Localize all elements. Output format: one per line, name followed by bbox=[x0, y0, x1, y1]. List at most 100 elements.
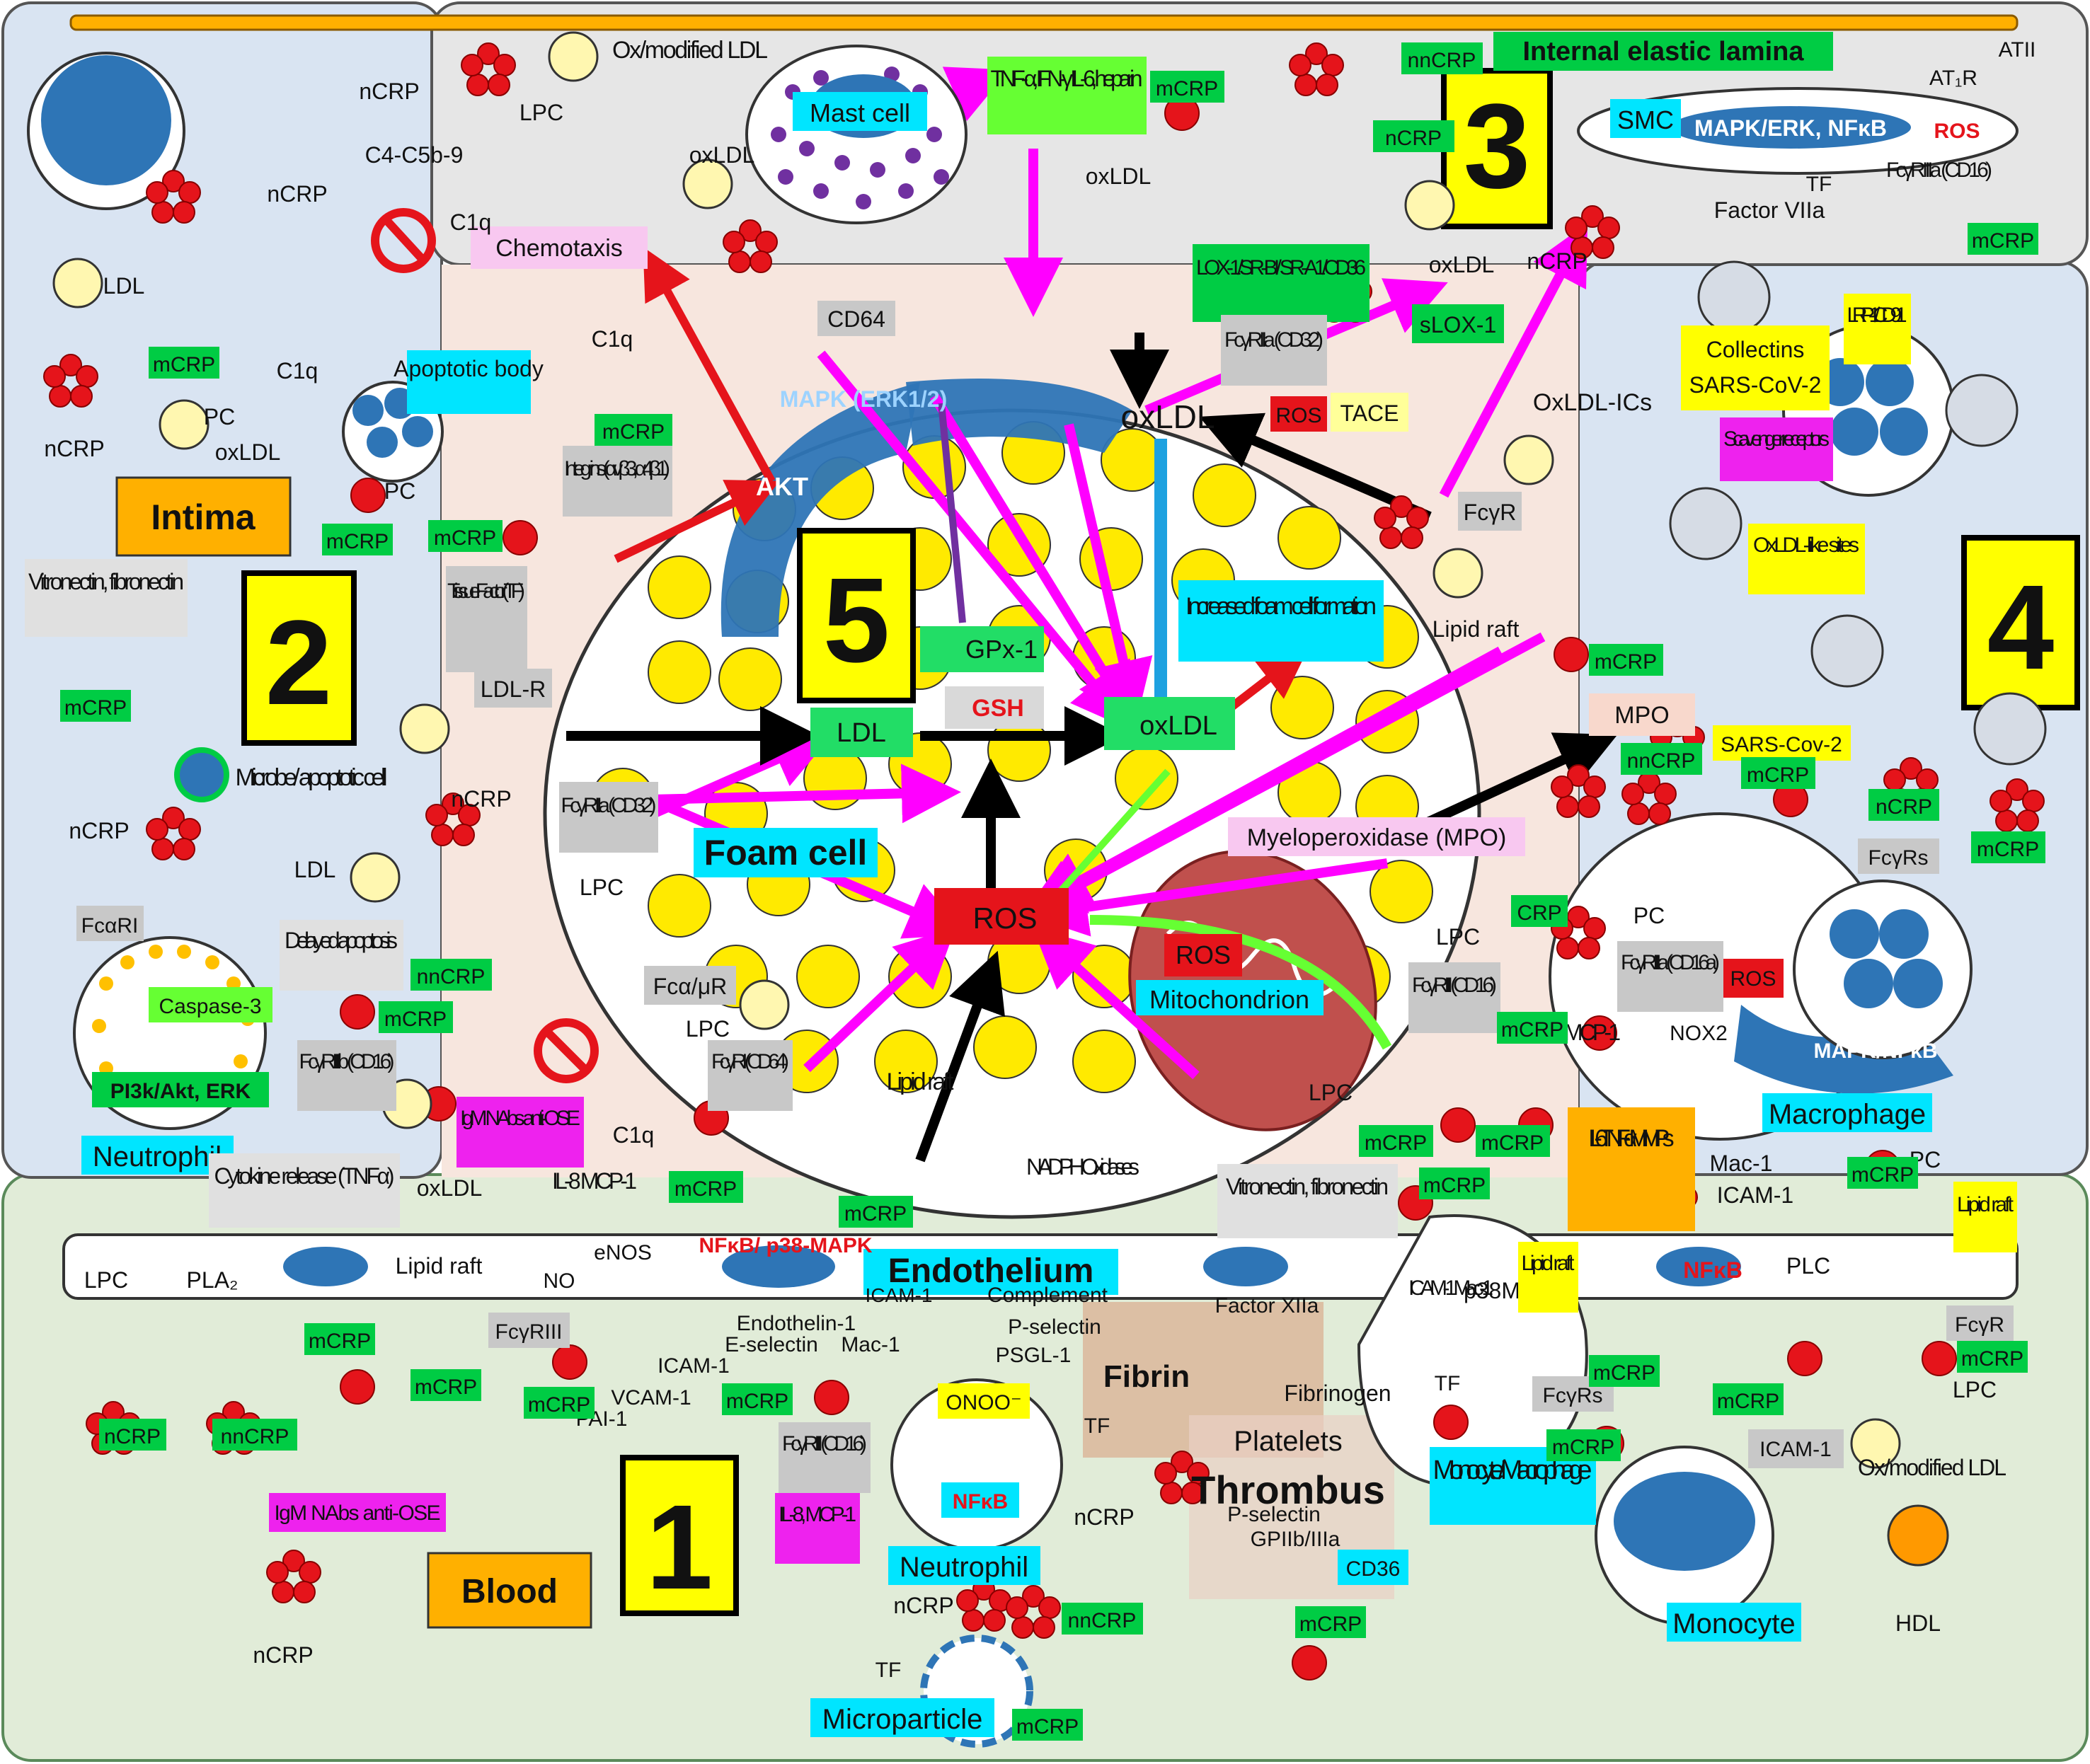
fcgr-blood: FcγR bbox=[1955, 1313, 2004, 1337]
elastic-lamina-bar bbox=[69, 14, 2019, 31]
ros-mac: ROS bbox=[1730, 967, 1776, 991]
green-mito-arrow bbox=[1089, 915, 1392, 1050]
inhibit-sign-top bbox=[371, 208, 436, 273]
oxldl-tag-3: oxLDL bbox=[1086, 163, 1152, 189]
pselectin-label: P-selectin bbox=[1008, 1315, 1101, 1339]
ros-center: ROS bbox=[972, 901, 1037, 935]
endo-nucleus-4 bbox=[1656, 1247, 1741, 1286]
fcgr3-endo: FcγRIII bbox=[495, 1320, 563, 1344]
pi3k-label: PI3k/Akt, ERK bbox=[110, 1080, 251, 1103]
mac1-neut: Mac-1 bbox=[841, 1333, 900, 1356]
tf-top: TF bbox=[1806, 173, 1832, 196]
fcgr-label: FcγR bbox=[1464, 500, 1517, 525]
ncrp-tag-green: nCRP bbox=[1385, 127, 1442, 150]
mcrp-tag-11: mCRP bbox=[1501, 1018, 1563, 1042]
pla2-label: PLA₂ bbox=[187, 1267, 239, 1293]
mcrp-tag-12: mCRP bbox=[1365, 1131, 1427, 1155]
lpc-tag-2: LPC bbox=[686, 1016, 730, 1042]
ox-mod-ldl-bottom: Ox/modified LDL bbox=[1858, 1455, 2006, 1480]
vcam-label: VCAM-1 bbox=[611, 1386, 691, 1410]
ncrp-tag-6: nCRP bbox=[1527, 248, 1587, 274]
tissue-factor-label: Tissue Factor (TF) bbox=[447, 580, 525, 603]
nox2-label: NOX2 bbox=[1670, 1022, 1728, 1045]
mcrp-tag-9: mCRP bbox=[1747, 763, 1809, 787]
mcrp-tag-27: mCRP bbox=[1299, 1613, 1362, 1636]
lox1-label: LOX-1/SR-BI/ SR-A1/CD36 bbox=[1196, 256, 1366, 279]
mcrp-tag-2: mCRP bbox=[64, 696, 127, 720]
pselectin-plt: P-selectin bbox=[1227, 1503, 1321, 1526]
mast-granules bbox=[771, 67, 949, 209]
lipid-raft-foam: Lipid raft bbox=[887, 1068, 955, 1095]
cd64-label: CD64 bbox=[827, 306, 885, 332]
mcrp-tag-18: mCRP bbox=[1851, 1163, 1914, 1187]
sars-top-label: SARS-CoV-2 bbox=[1689, 372, 1822, 398]
factor7-label: Factor VIIa bbox=[1714, 197, 1825, 223]
nncrp-tag-1: nnCRP bbox=[1408, 49, 1476, 72]
fcgr2a-top: FcγRIIa (CD32) bbox=[1224, 328, 1324, 352]
number-4: 4 bbox=[1987, 560, 2055, 695]
factor12-label: Factor XIIa bbox=[1215, 1294, 1319, 1318]
onoo-label: ONOO⁻ bbox=[946, 1391, 1022, 1414]
fcgrs-right: FcγRs bbox=[1868, 846, 1929, 870]
mcrp-tag-3: mCRP bbox=[326, 530, 389, 553]
number-3: 3 bbox=[1464, 79, 1531, 214]
ros-smc: ROS bbox=[1934, 120, 1980, 143]
number-5: 5 bbox=[823, 553, 890, 688]
icam1-blood: ICAM-1 bbox=[1759, 1438, 1832, 1461]
ncrp-tag-green2: nCRP bbox=[1876, 795, 1932, 819]
mcrp-tag-19: mCRP bbox=[1961, 1347, 2023, 1371]
tf-micro: TF bbox=[875, 1659, 902, 1682]
lipid-raft-right2: Lipid raft bbox=[1432, 616, 1520, 642]
apoptotic-body-title: Apoptotic body bbox=[394, 356, 544, 381]
gp2b3a-label: GPIIb/IIIa bbox=[1251, 1528, 1340, 1551]
ros-mito: ROS bbox=[1176, 940, 1231, 969]
monocyte-nucleus bbox=[1614, 1472, 1755, 1571]
akt-label: AKT bbox=[756, 472, 808, 501]
mapk-erk-nfkb: MAPK/ERK, NFκB bbox=[1694, 115, 1887, 141]
increased-foam: Increased foam cell formation bbox=[1185, 593, 1377, 620]
smc-nucleus bbox=[1670, 106, 1911, 149]
lipid-raft-mono: Lipid raft bbox=[1522, 1252, 1575, 1275]
icam1-right: ICAM-1 bbox=[1717, 1182, 1793, 1208]
eselectin-label: E-selectin bbox=[725, 1333, 818, 1356]
macrophage-title: Macrophage bbox=[1769, 1099, 1926, 1130]
ncrp-tag-4: nCRP bbox=[69, 818, 129, 843]
tf-mono: TF bbox=[1435, 1372, 1461, 1395]
c1q-tag-4: C1q bbox=[613, 1122, 655, 1148]
blood-title: Blood bbox=[461, 1573, 558, 1610]
sars-mid-label: SARS-Cov-2 bbox=[1721, 733, 1842, 756]
igm-blood: IgM NAbs anti-OSE bbox=[275, 1501, 441, 1525]
ncrp-tag-1: nCRP bbox=[267, 181, 327, 207]
ncrp-tag-3: nCRP bbox=[359, 79, 419, 104]
mcrp-tag-21: mCRP bbox=[1552, 1436, 1614, 1459]
mcrp-tag-10: mCRP bbox=[1977, 838, 2039, 861]
smc-title: SMC bbox=[1617, 105, 1674, 134]
pc-tag-2: PC bbox=[384, 478, 415, 504]
nncrp-tag-thrombus: nnCRP bbox=[1068, 1609, 1137, 1632]
mcrp-tag-26: mCRP bbox=[726, 1390, 788, 1413]
at1r-label: AT₁R bbox=[1929, 67, 1977, 90]
endothelin-label: Endothelin-1 bbox=[737, 1312, 856, 1335]
mcrp-tag-6: mCRP bbox=[434, 526, 496, 550]
endothelium-title: Endothelium bbox=[888, 1252, 1094, 1290]
hdl-shape bbox=[1887, 1504, 1949, 1567]
inhibit-sign-foam bbox=[534, 1018, 599, 1083]
scavenger-label: Scavenger receptors bbox=[1723, 427, 1830, 451]
mapk-nfkb: MAPK/NFκB bbox=[1813, 1039, 1937, 1063]
lpc-tag-4: LPC bbox=[1309, 1080, 1353, 1105]
lipid-raft-endo: Lipid raft bbox=[396, 1253, 483, 1279]
cytokine-label: Cytokine release (TNFα) bbox=[214, 1163, 395, 1189]
mcrp-tag-14: mCRP bbox=[384, 1008, 447, 1031]
ldl-tag-1: LDL bbox=[103, 273, 145, 299]
number-1: 1 bbox=[646, 1480, 713, 1615]
endo-nucleus-1 bbox=[283, 1247, 368, 1286]
chemotaxis-label: Chemotaxis bbox=[495, 235, 623, 262]
fcgr3-neut: FcγRIII (CD16) bbox=[782, 1432, 867, 1455]
box-3 bbox=[1441, 68, 1553, 229]
hdl-label: HDL bbox=[1895, 1610, 1941, 1636]
nfkb-right: NFκB bbox=[1683, 1257, 1742, 1283]
cd36-label: CD36 bbox=[1346, 1557, 1401, 1581]
monocyte-title: Monocyte bbox=[1672, 1608, 1795, 1639]
il6-box-label: IL-6 TNF-α MMPs bbox=[1588, 1125, 1674, 1152]
